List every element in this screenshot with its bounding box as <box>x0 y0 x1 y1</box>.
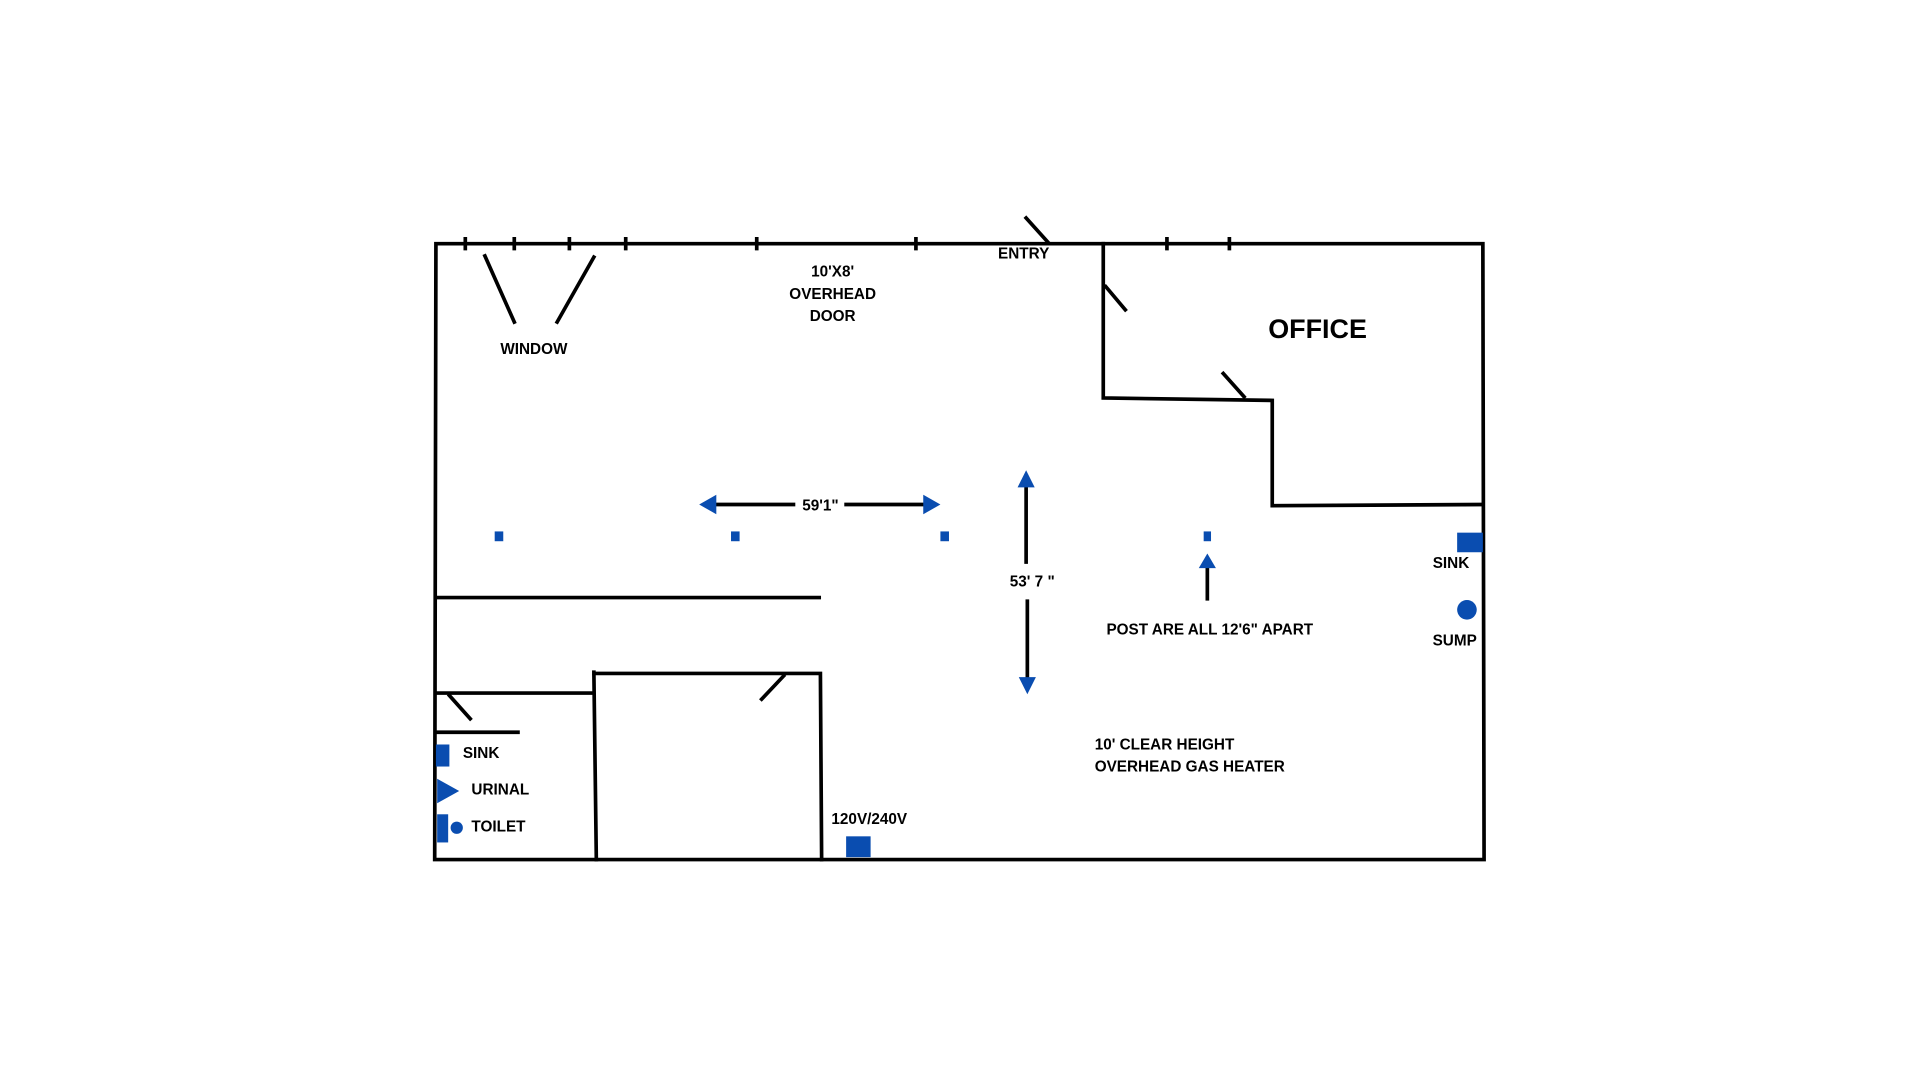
office-wall <box>1101 241 1485 508</box>
sink-left-label: SINK <box>463 745 500 762</box>
posts <box>494 531 1212 542</box>
overhead-door-label-3: DOOR <box>810 308 856 325</box>
depth-dimension: 53' 7 " <box>1010 470 1055 695</box>
walls <box>432 215 1486 862</box>
posts-note: POST ARE ALL 12'6" APART <box>1106 553 1314 638</box>
restroom-walls <box>434 670 824 862</box>
restroom-door-swings <box>446 673 787 722</box>
office-door-swings <box>1103 283 1247 400</box>
sink-icon <box>1457 532 1483 553</box>
arrow-right-icon <box>923 494 941 515</box>
office-label: OFFICE <box>1268 314 1367 344</box>
entry-door-swing <box>1023 215 1051 246</box>
post <box>940 531 949 542</box>
urinal-label: URINAL <box>471 782 529 799</box>
toilet-bowl-icon <box>450 821 463 834</box>
overhead-door-label-1: 10'X8' <box>811 264 854 281</box>
wall-ticks <box>463 236 1232 251</box>
entry-label: ENTRY <box>998 245 1049 262</box>
toilet-tank-icon <box>437 814 449 843</box>
heater-note-1: 10' CLEAR HEIGHT <box>1095 736 1235 753</box>
urinal-icon <box>437 778 460 804</box>
post <box>494 531 504 542</box>
electrical-panel-icon <box>846 836 871 858</box>
post <box>731 531 740 542</box>
overhead-door-label-2: OVERHEAD <box>789 286 876 303</box>
arrow-up-icon <box>1017 470 1035 488</box>
sump-label: SUMP <box>1433 632 1477 649</box>
window-lines <box>482 253 597 325</box>
post <box>1203 531 1212 542</box>
arrow-up-icon <box>1198 553 1216 569</box>
arrow-down-icon <box>1018 677 1036 695</box>
width-label: 59'1" <box>802 498 838 515</box>
width-dimension: 59'1" <box>699 494 941 515</box>
sink-icon <box>435 744 450 767</box>
depth-label: 53' 7 " <box>1010 574 1055 591</box>
heater-note-2: OVERHEAD GAS HEATER <box>1095 758 1285 775</box>
sink-right-label: SINK <box>1433 555 1470 572</box>
electrical-label: 120V/240V <box>831 811 907 828</box>
toilet-label: TOILET <box>471 818 526 835</box>
svg-text:POST ARE ALL 12'6" APART: POST ARE ALL 12'6" APART <box>1106 621 1313 638</box>
arrow-left-icon <box>699 494 717 515</box>
outer-wall <box>432 241 1486 862</box>
sump-icon <box>1457 600 1477 620</box>
window-label: WINDOW <box>500 341 568 358</box>
